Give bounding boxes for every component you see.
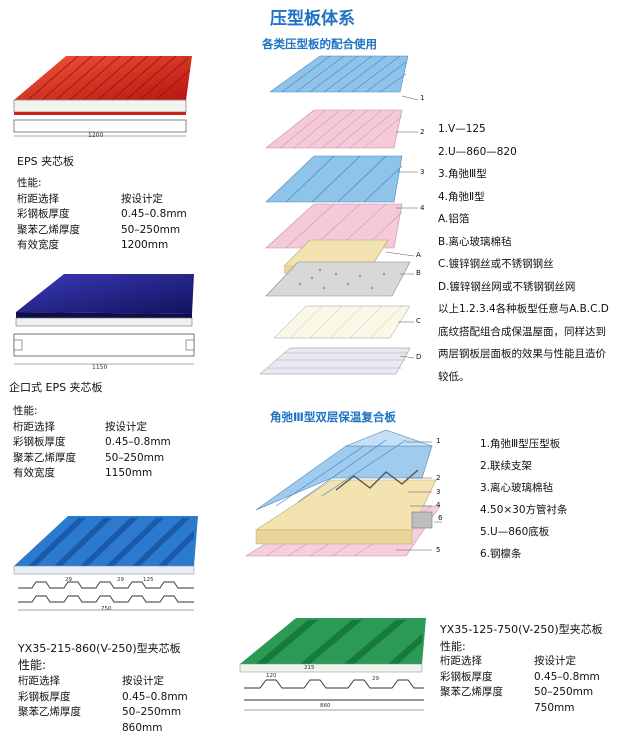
yx35-860-panel-name: YX35-215-860(V-250)型夹芯板	[18, 642, 181, 655]
yx35-860-panel-illustration	[13, 516, 198, 611]
yx35-750-panel-illustration	[239, 618, 426, 711]
list-item: 两层钢板层面板的效果与性能且造价	[438, 348, 606, 360]
list-item: D.镀锌钢丝网或不锈钢钢丝网	[438, 280, 576, 293]
layer-label-d: D	[416, 353, 422, 361]
layer-label-1: 1	[420, 94, 425, 102]
composite-label-3: 3	[436, 488, 441, 496]
layer-label-b: B	[416, 269, 421, 277]
dim-215: 215	[304, 665, 315, 671]
yx35-860-perf-label: 性能:	[18, 658, 47, 672]
list-item: 以上1.2.3.4各种板型任意与A.B.C.D	[438, 303, 609, 315]
dim-750: 750	[101, 606, 112, 612]
tongue-eps-perf-label: 性能:	[13, 405, 38, 417]
list-item: 4.角弛Ⅱ型	[438, 190, 485, 203]
list-item: 1.V—125	[438, 123, 486, 135]
mid-subtitle: 角弛Ⅲ型双层保温复合板	[270, 410, 396, 424]
list-item: 2.U—860—820	[438, 145, 517, 158]
assembly-legend-list: 1.V—125 2.U—860—820 3.角弛Ⅲ型 4.角弛Ⅱ型 A.铝箔 B…	[438, 118, 609, 388]
tongue-eps-panel-illustration	[13, 274, 195, 365]
eps-panel-name: EPS 夹芯板	[17, 155, 75, 168]
tongue-eps-panel-name: 企口式 EPS 夹芯板	[9, 381, 103, 394]
layer-label-2: 2	[420, 128, 425, 136]
layer-label-3: 3	[420, 168, 425, 176]
composite-legend-list: 1.角弛Ⅲ型压型板 2.联续支架 3.离心玻璃棉毡 4.50×30方管衬条 5.…	[480, 433, 568, 565]
top-subtitle: 各类压型板的配合使用	[262, 37, 377, 51]
dim-29: 29	[372, 676, 379, 682]
layer-label-a: A	[416, 251, 421, 259]
exploded-roof-assembly-diagram	[259, 55, 419, 375]
list-item: 3.角弛Ⅲ型	[438, 168, 487, 180]
list-item: 6.钢檩条	[480, 548, 522, 560]
composite-label-2: 2	[436, 474, 441, 482]
eps-dimension: 1200	[88, 132, 104, 139]
layer-label-c: C	[416, 317, 421, 325]
list-item: 2.联续支架	[480, 460, 533, 472]
composite-label-5: 5	[436, 546, 441, 554]
spec-row: 桁距选择按设计定	[18, 675, 164, 687]
list-item: 1.角弛Ⅲ型压型板	[480, 438, 561, 450]
page-title: 压型板体系	[270, 9, 355, 29]
spec-row: 桁距选择按设计定	[17, 192, 163, 205]
tongue-eps-dimension: 1150	[92, 364, 108, 371]
list-item: B.离心玻璃棉毡	[438, 235, 512, 248]
list-item: 4.50×30方管衬条	[480, 504, 568, 516]
composite-label-1: 1	[436, 437, 441, 445]
dim-860: 860	[320, 703, 331, 709]
list-item: 3.离心玻璃棉毡	[480, 482, 554, 494]
spec-row: 860mm	[122, 721, 163, 734]
list-item: C.镀锌钢丝或不锈钢钢丝	[438, 258, 554, 270]
eps-perf-label: 性能:	[17, 177, 42, 189]
yx35-750-perf-label: 性能:	[440, 640, 466, 653]
yx35-750-panel-name: YX35-125-750(V-250)型夹芯板	[440, 623, 603, 636]
composite-label-4: 4	[436, 501, 441, 509]
spec-row: 桁距选择按设计定	[13, 420, 147, 433]
list-item: 5.U—860底板	[480, 526, 550, 538]
spec-row: 750mm	[534, 701, 575, 714]
list-item: 较低。	[438, 370, 470, 383]
spec-row: 桁距选择按设计定	[440, 655, 576, 667]
dim-29b: 29	[117, 577, 124, 583]
layer-label-4: 4	[420, 204, 425, 212]
composite-board-diagram	[244, 429, 442, 557]
list-item: A.铝箔	[438, 213, 470, 225]
dim-29a: 29	[65, 577, 72, 583]
dim-120: 120	[266, 673, 277, 679]
eps-panel-illustration	[13, 55, 192, 137]
list-item: 底纹搭配组合成保温屋面，同样达到	[438, 325, 606, 338]
dim-125: 125	[143, 577, 154, 583]
composite-label-6: 6	[438, 514, 443, 522]
